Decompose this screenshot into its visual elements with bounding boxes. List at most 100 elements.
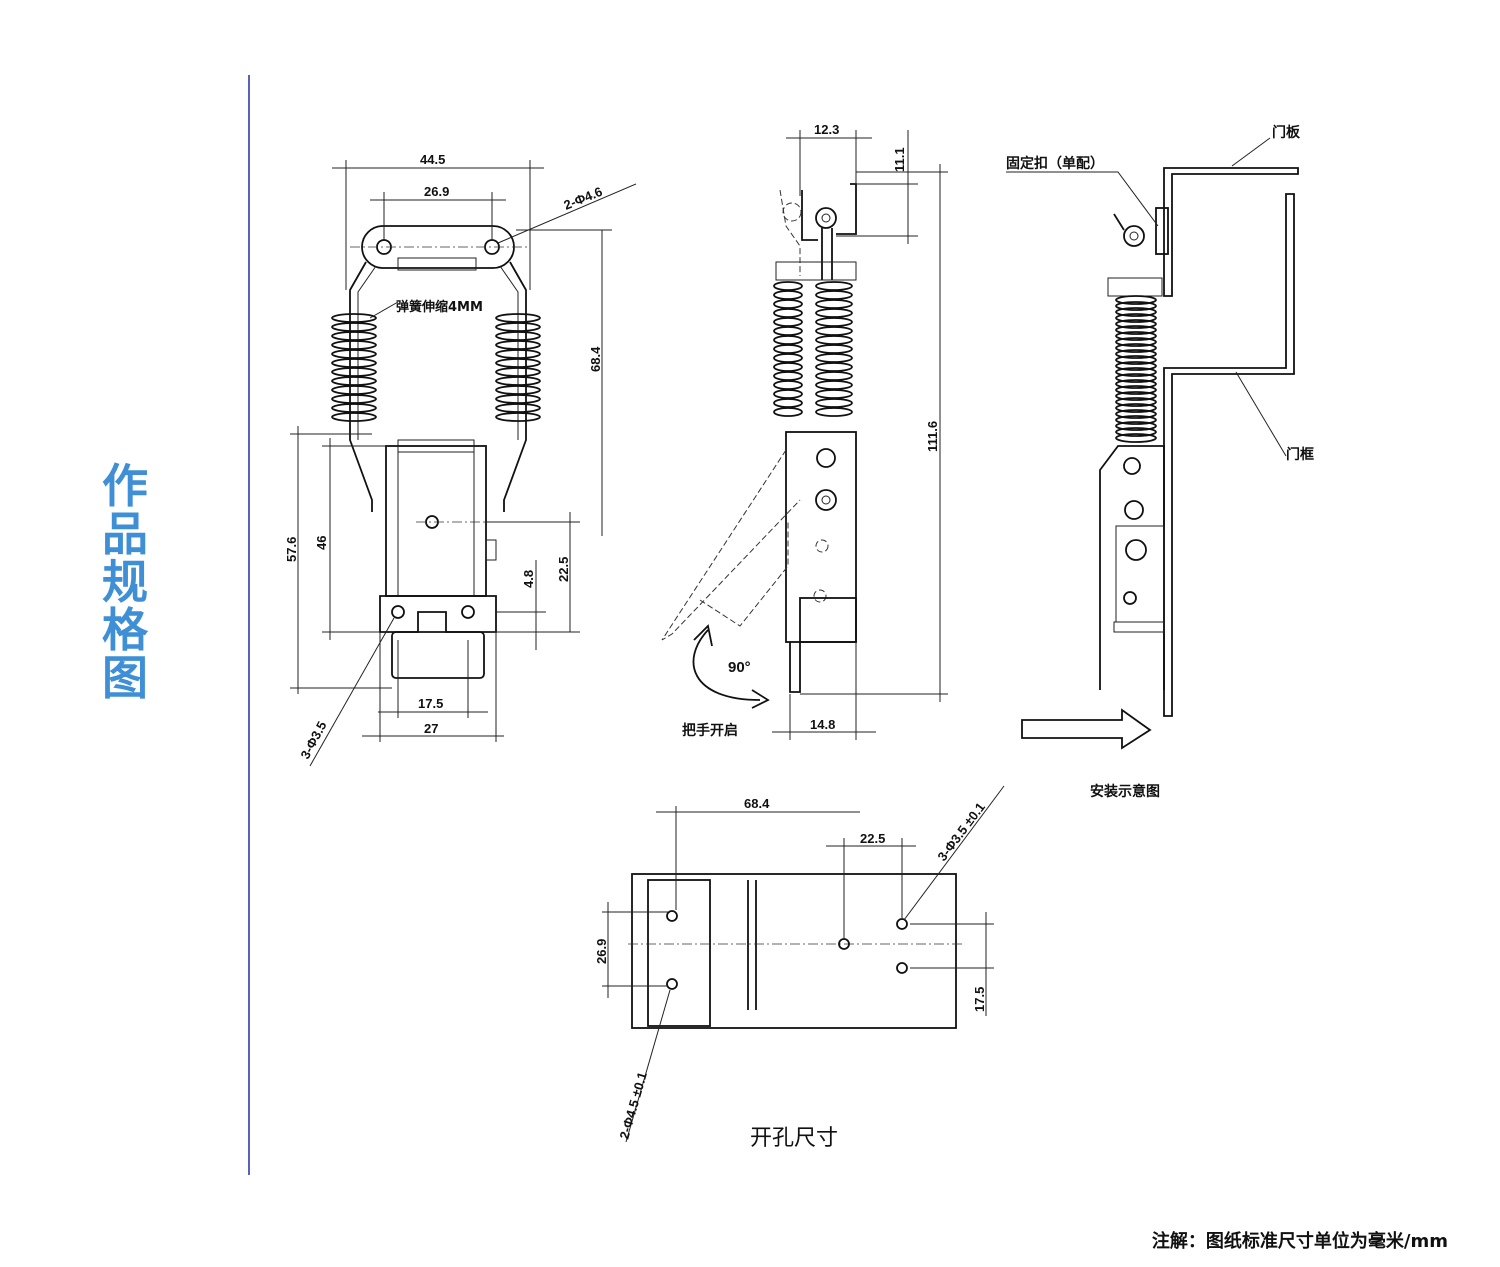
spring-coil	[1115, 385, 1157, 395]
spring-coil	[495, 376, 541, 386]
spring-coil	[1115, 295, 1157, 305]
handle-open-label: 把手开启	[682, 722, 738, 739]
latch-body	[385, 445, 487, 597]
spring-coil	[773, 299, 803, 309]
spring-coil	[815, 344, 853, 354]
spring-coil	[773, 290, 803, 300]
spring-coil	[331, 412, 377, 422]
spring-coil	[815, 326, 853, 336]
hook-pivot	[815, 207, 837, 229]
spring-coil	[773, 398, 803, 408]
bottom-plate	[379, 595, 497, 633]
door-frame-label: 门框	[1286, 446, 1314, 463]
spring-coil	[815, 389, 853, 399]
side-spring	[773, 281, 853, 417]
bottom-hole-right	[461, 605, 475, 619]
install-direction-arrow	[1021, 708, 1152, 750]
dim-height-57-6: 57.6	[284, 537, 299, 562]
door-panel	[1163, 167, 1299, 297]
spring-coil	[331, 322, 377, 332]
cut-hole-right-top	[896, 918, 908, 930]
spring-coil	[495, 331, 541, 341]
cut-hole-left-top	[666, 910, 678, 922]
spring-coil	[1115, 355, 1157, 365]
spring-coil	[773, 335, 803, 345]
fixed-catch	[1155, 207, 1169, 255]
fixed-catch-label: 固定扣（单配）	[1006, 155, 1104, 172]
cutout-outline	[631, 873, 957, 1029]
spring-coil	[773, 407, 803, 417]
spring-coil	[495, 313, 541, 323]
dim-height-upper: 68.4	[588, 346, 603, 372]
cutout-left-block	[647, 879, 711, 1027]
spring-coil	[331, 385, 377, 395]
spring-coil	[1115, 319, 1157, 329]
dim-14-8: 14.8	[810, 717, 835, 732]
spring-coil	[331, 349, 377, 359]
spring-coil	[1115, 301, 1157, 311]
cut-hole-left-bottom	[666, 978, 678, 990]
dim-17-5-cut: 17.5	[972, 987, 987, 1012]
spring-left	[331, 313, 377, 422]
dim-holes-right: 3-Φ3.5 ±0.1	[934, 800, 988, 864]
spring-coil	[495, 340, 541, 350]
install-title: 安装示意图	[1090, 783, 1160, 800]
spring-coil	[331, 376, 377, 386]
dim-26-9: 26.9	[594, 939, 609, 964]
dim-68-4: 68.4	[744, 796, 770, 811]
spring-coil	[773, 326, 803, 336]
spring-coil	[1115, 361, 1157, 371]
cutout-title: 开孔尺寸	[750, 1126, 839, 1151]
spring-coil	[815, 362, 853, 372]
spring-coil	[1115, 433, 1157, 443]
spring-coil	[1115, 379, 1157, 389]
spring-coil	[495, 403, 541, 413]
spring-coil	[331, 367, 377, 377]
cut-hole-right-bottom	[896, 962, 908, 974]
spring-coil	[1115, 331, 1157, 341]
side-body	[785, 431, 857, 643]
dim-111-6: 111.6	[925, 421, 940, 452]
spring-coil	[1115, 343, 1157, 353]
spring-coil	[331, 340, 377, 350]
spring-coil	[495, 412, 541, 422]
dim-holes-left: 2-Φ4.5 ±0.1	[616, 1070, 649, 1141]
dim-27: 27	[424, 721, 438, 736]
spring-coil	[495, 322, 541, 332]
spring-coil	[815, 407, 853, 417]
spring-coil	[773, 389, 803, 399]
spring-note: 弹簧伸缩4MM	[396, 299, 483, 315]
spring-coil	[815, 335, 853, 345]
spring-coil	[815, 281, 853, 291]
angle-label: 90°	[728, 659, 751, 676]
spring-collar	[775, 261, 857, 281]
dim-11-1: 11.1	[892, 147, 907, 172]
spring-coil	[815, 299, 853, 309]
spring-coil	[815, 308, 853, 318]
door-panel-label: 门板	[1272, 124, 1301, 141]
spring-coil	[1115, 367, 1157, 377]
spring-coil	[495, 394, 541, 404]
top-plate	[361, 225, 515, 269]
bottom-hole-left	[391, 605, 405, 619]
spring-coil	[331, 313, 377, 323]
door-frame	[1163, 193, 1295, 717]
dim-22-5: 22.5	[556, 557, 571, 582]
spring-coil	[495, 385, 541, 395]
spring-coil	[1115, 337, 1157, 347]
spring-coil	[773, 317, 803, 327]
spring-coil	[1115, 421, 1157, 431]
side-title: 作品规格图	[102, 459, 148, 705]
spring-coil	[773, 344, 803, 354]
install-spring	[1115, 295, 1157, 443]
spring-coil	[1115, 349, 1157, 359]
spring-coil	[1115, 325, 1157, 335]
hole-view: 68.4 22.5 3-Φ3.5 ±0.1 26.9 17.5 2-Φ4.5 ±…	[594, 785, 1005, 1143]
rotate-arrow	[692, 629, 761, 701]
spring-coil	[331, 394, 377, 404]
spring-coil	[773, 362, 803, 372]
handle-open-outline	[661, 449, 801, 641]
dim-height-46: 46	[314, 536, 329, 550]
